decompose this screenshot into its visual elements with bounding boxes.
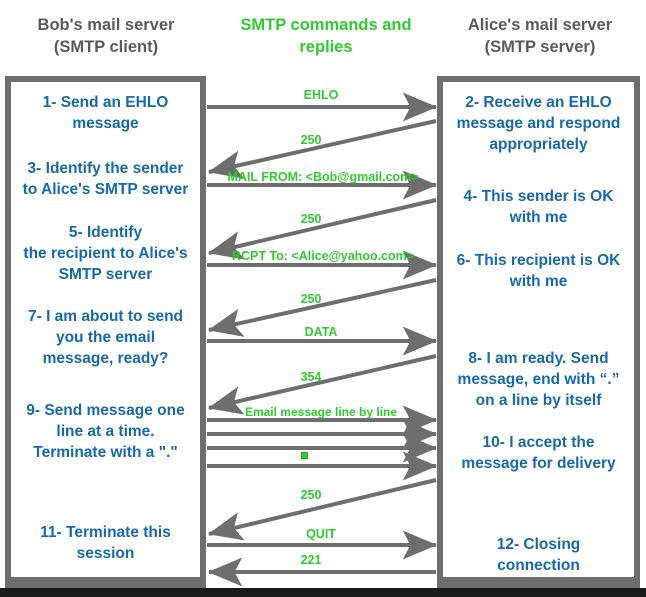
step-8-line-1: 8- I am ready. Send (468, 350, 609, 367)
step-1-line-1: 1- Send an EHLO (42, 94, 169, 111)
label-email-message-line: Email message line by line (244, 405, 398, 419)
client-step-11: 11- Terminate this session (11, 522, 200, 564)
bottom-strip (0, 588, 646, 597)
column-header-middle: SMTP commands and replies (214, 14, 438, 58)
label-quit: QUIT (306, 527, 336, 541)
header-middle-line2: replies (299, 38, 353, 56)
step-2-line-3: appropriately (489, 136, 588, 153)
label-354: 354 (300, 370, 322, 384)
step-5-line-1: 5- Identify (68, 224, 143, 241)
server-step-6: 6- This recipient is OK with me (443, 250, 634, 292)
server-step-12: 12- Closing connection (443, 534, 634, 576)
step-5-line-3: SMTP server (58, 266, 153, 283)
step-10-line-2: message for delivery (461, 455, 616, 472)
client-step-7: 7- I am about to send you the email messag… (11, 306, 200, 369)
step-6-line-2: with me (509, 273, 568, 290)
step-4-line-1: 4- This sender is OK (463, 188, 614, 205)
header-client-line1: Bob's mail server (37, 16, 175, 34)
server-step-4: 4- This sender is OK with me (443, 186, 634, 228)
step-12-line-2: connection (497, 557, 580, 574)
step-4-line-2: with me (509, 209, 568, 226)
header-middle-line1: SMTP commands and (240, 16, 412, 34)
label-221: 221 (300, 553, 322, 567)
column-header-server: Alice's mail server (SMTP server) (440, 14, 640, 58)
label-data: DATA (304, 325, 338, 339)
server-step-10: 10- I accept the message for delivery (443, 432, 634, 474)
label-mail-from: MAIL FROM: <Bob@gmail.com> (227, 170, 419, 184)
label-250-c: 250 (300, 292, 322, 306)
step-9-line-1: 9- Send message one (26, 402, 185, 419)
client-panel: 1- Send an EHLO message 3- Identify the s… (11, 82, 200, 577)
label-rcpt-to: RCPT To: <Alice@yahoo.com> (231, 249, 415, 263)
step-9-line-2: line at a time. (56, 423, 155, 440)
header-server-line2: (SMTP server) (484, 38, 596, 56)
server-step-2: 2- Receive an EHLO message and respond app… (443, 92, 634, 155)
column-header-client: Bob's mail server (SMTP client) (6, 14, 206, 58)
server-panel: 2- Receive an EHLO message and respond app… (443, 82, 634, 577)
header-client-line2: (SMTP client) (53, 38, 159, 56)
step-12-line-1: 12- Closing (496, 536, 581, 553)
client-step-3: 3- Identify the sender to Alice's SMTP se… (11, 158, 200, 200)
client-step-1: 1- Send an EHLO message (11, 92, 200, 134)
step-1-line-2: message (72, 115, 139, 132)
step-9-line-3: Terminate with a "." (33, 444, 178, 461)
step-11-line-2: session (76, 545, 135, 562)
label-250-a: 250 (300, 133, 322, 147)
step-8-line-3: on a line by itself (475, 392, 602, 409)
label-ehlo: EHLO (303, 88, 339, 102)
step-6-line-1: 6- This recipient is OK (456, 252, 621, 269)
step-8-line-2: message, end with “.” (457, 371, 620, 388)
step-2-line-2: message and respond (456, 115, 621, 132)
step-10-line-1: 10- I accept the (482, 434, 595, 451)
server-step-8: 8- I am ready. Send message, end with “.”… (443, 348, 634, 411)
step-3-line-2: to Alice's SMTP server (22, 181, 189, 198)
header-server-line1: Alice's mail server (467, 16, 613, 34)
step-5-line-2: the recipient to Alice's (23, 245, 188, 262)
label-250-d: 250 (300, 488, 322, 502)
label-250-b: 250 (300, 212, 322, 226)
step-3-line-1: 3- Identify the sender (27, 160, 184, 177)
step-7-line-2: you the email (55, 329, 156, 346)
step-11-line-1: 11- Terminate this (40, 524, 171, 541)
step-7-line-1: 7- I am about to send (27, 308, 183, 325)
step-2-line-1: 2- Receive an EHLO (465, 94, 612, 111)
client-step-9: 9- Send message one line at a time. Termin… (11, 400, 200, 463)
period-terminator-marker (301, 452, 308, 459)
step-7-line-3: message, ready? (42, 350, 169, 367)
